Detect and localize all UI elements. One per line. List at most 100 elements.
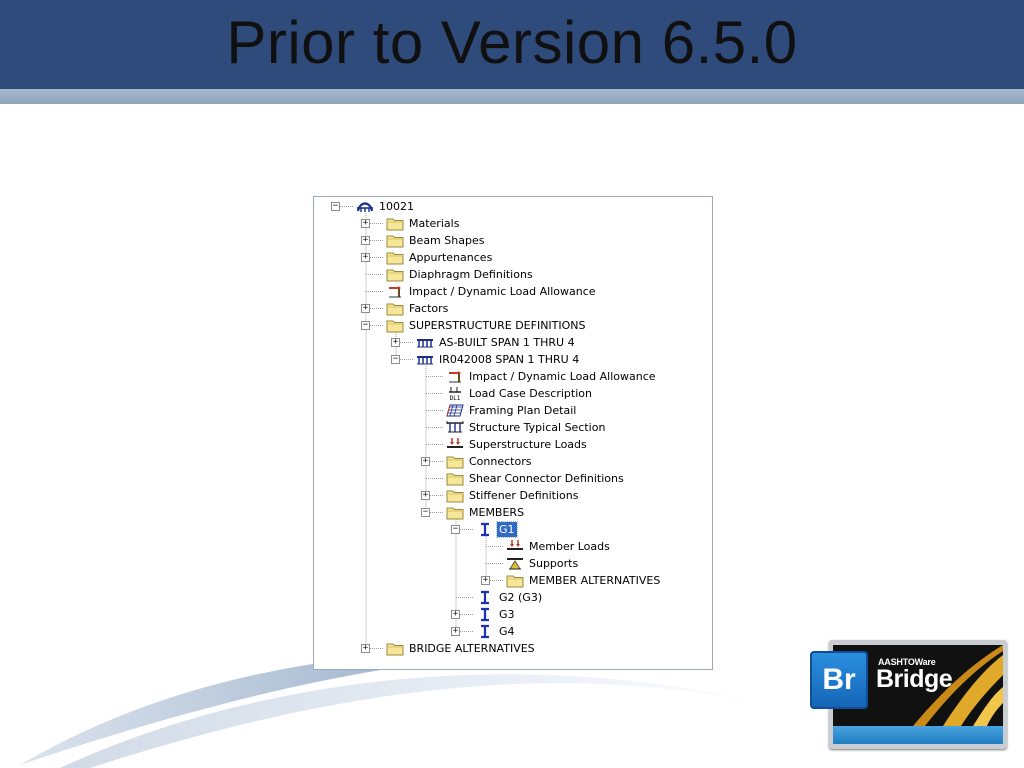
expand-icon[interactable]: + xyxy=(361,643,370,653)
loads-icon xyxy=(446,437,464,452)
girder-icon xyxy=(476,607,494,622)
tree-node-root[interactable]: 10021 xyxy=(356,198,416,215)
tree-node-impact-allowance[interactable]: Impact / Dynamic Load Allowance xyxy=(386,283,598,300)
tree-node-structure-typical-section[interactable]: Structure Typical Section xyxy=(446,419,607,436)
expand-icon[interactable]: + xyxy=(451,609,460,619)
tree-node-diaphragm-definitions[interactable]: Diaphragm Definitions xyxy=(386,266,535,283)
folder-icon xyxy=(446,471,464,486)
collapse-icon[interactable]: − xyxy=(391,354,400,364)
tree-node-framing-plan-detail[interactable]: Framing Plan Detail xyxy=(446,402,578,419)
tree-node-g4[interactable]: G4 xyxy=(476,623,517,640)
folder-icon xyxy=(386,301,404,316)
tree-node-factors[interactable]: Factors xyxy=(386,300,450,317)
tree-node-label[interactable]: Connectors xyxy=(469,455,532,468)
girder-icon xyxy=(476,522,494,537)
tree-node-label[interactable]: Impact / Dynamic Load Allowance xyxy=(409,285,596,298)
supports-icon xyxy=(506,556,524,571)
tree-node-label[interactable]: Structure Typical Section xyxy=(469,421,606,434)
load-case-icon: DL1 xyxy=(446,386,464,402)
tree-node-superstructure-loads[interactable]: Superstructure Loads xyxy=(446,436,589,453)
folder-icon xyxy=(506,573,524,588)
tree-node-label[interactable]: Superstructure Loads xyxy=(469,438,587,451)
girder-icon xyxy=(476,590,494,605)
tree-node-bridge-alternatives[interactable]: BRIDGE ALTERNATIVES xyxy=(386,640,537,657)
framing-plan-icon xyxy=(446,403,464,418)
loads-icon xyxy=(506,539,524,554)
tree-node-ir042008-span[interactable]: IR042008 SPAN 1 THRU 4 xyxy=(416,351,581,368)
tree-node-label[interactable]: MEMBERS xyxy=(469,506,525,519)
tree-node-superstructure-definitions[interactable]: SUPERSTRUCTURE DEFINITIONS xyxy=(386,317,588,334)
impact-icon xyxy=(386,284,404,299)
tree-node-as-built-span[interactable]: AS-BUILT SPAN 1 THRU 4 xyxy=(416,334,577,351)
superstructure-icon xyxy=(416,335,434,350)
collapse-icon[interactable]: − xyxy=(421,507,430,517)
expand-icon[interactable]: + xyxy=(421,490,430,500)
tree-node-label[interactable]: Member Loads xyxy=(529,540,610,553)
expand-icon[interactable]: + xyxy=(481,575,490,585)
collapse-icon[interactable]: − xyxy=(361,320,370,330)
tree-node-label[interactable]: Stiffener Definitions xyxy=(469,489,579,502)
expand-icon[interactable]: + xyxy=(421,456,430,466)
tree-node-label[interactable]: Factors xyxy=(409,302,449,315)
tree-node-label[interactable]: IR042008 SPAN 1 THRU 4 xyxy=(439,353,580,366)
collapse-icon[interactable]: − xyxy=(451,524,460,534)
tree-node-members[interactable]: MEMBERS xyxy=(446,504,526,521)
tree-node-member-loads[interactable]: Member Loads xyxy=(506,538,612,555)
bridge-tree-view[interactable]: 10021 − Materials + Beam Shapes + Appurtenance… xyxy=(313,196,713,670)
tree-node-connectors[interactable]: Connectors xyxy=(446,453,533,470)
bridge-icon xyxy=(356,199,374,214)
tree-node-label[interactable]: MEMBER ALTERNATIVES xyxy=(529,574,661,587)
tree-node-g1[interactable]: G1 xyxy=(476,521,518,538)
tree-node-label[interactable]: SUPERSTRUCTURE DEFINITIONS xyxy=(409,319,586,332)
expand-icon[interactable]: + xyxy=(361,252,370,262)
expand-icon[interactable]: + xyxy=(451,626,460,636)
tree-node-label[interactable]: Shear Connector Definitions xyxy=(469,472,624,485)
tree-node-label[interactable]: Load Case Description xyxy=(469,387,592,400)
road-stripes-icon xyxy=(913,645,1003,726)
typical-section-icon xyxy=(446,420,464,435)
tree-node-label[interactable]: Appurtenances xyxy=(409,251,493,264)
tree-node-load-case-description[interactable]: DL1 Load Case Description xyxy=(446,385,594,402)
tree-node-label[interactable]: G2 (G3) xyxy=(499,591,543,604)
tree-node-label[interactable]: 10021 xyxy=(379,200,414,213)
expand-icon[interactable]: + xyxy=(361,218,370,228)
slide-header xyxy=(0,0,1024,89)
tree-node-g3[interactable]: G3 xyxy=(476,606,517,623)
tree-node-label[interactable]: Diaphragm Definitions xyxy=(409,268,533,281)
folder-icon xyxy=(386,318,404,333)
tree-node-materials[interactable]: Materials xyxy=(386,215,461,232)
expand-icon[interactable]: + xyxy=(391,337,400,347)
tree-node-label[interactable]: AS-BUILT SPAN 1 THRU 4 xyxy=(439,336,575,349)
tree-node-label[interactable]: Framing Plan Detail xyxy=(469,404,577,417)
tree-node-label[interactable]: G4 xyxy=(499,625,515,638)
folder-icon xyxy=(386,267,404,282)
tree-node-label[interactable]: Beam Shapes xyxy=(409,234,485,247)
tree-node-label[interactable]: BRIDGE ALTERNATIVES xyxy=(409,642,535,655)
tree-node-label[interactable]: Materials xyxy=(409,217,460,230)
superstructure-icon xyxy=(416,352,434,367)
tree-node-label[interactable]: G3 xyxy=(499,608,515,621)
tree-node-beam-shapes[interactable]: Beam Shapes xyxy=(386,232,486,249)
tree-node-label[interactable]: Supports xyxy=(529,557,579,570)
folder-icon xyxy=(446,505,464,520)
expand-icon[interactable]: + xyxy=(361,303,370,313)
tree-node-stiffener-definitions[interactable]: Stiffener Definitions xyxy=(446,487,580,504)
girder-icon xyxy=(476,624,494,639)
tree-node-shear-connector-definitions[interactable]: Shear Connector Definitions xyxy=(446,470,626,487)
logo-brand-small: AASHTOWare xyxy=(878,657,936,667)
tree-node-member-alternatives[interactable]: MEMBER ALTERNATIVES xyxy=(506,572,662,589)
tree-node-g2[interactable]: G2 (G3) xyxy=(476,589,544,606)
tree-node-span-impact-allowance[interactable]: Impact / Dynamic Load Allowance xyxy=(446,368,658,385)
tree-node-supports[interactable]: Supports xyxy=(506,555,580,572)
slide-title: Prior to Version 6.5.0 xyxy=(226,9,798,76)
expand-icon[interactable]: + xyxy=(361,235,370,245)
folder-icon xyxy=(386,250,404,265)
folder-icon xyxy=(446,454,464,469)
folder-icon xyxy=(386,233,404,248)
collapse-icon[interactable]: − xyxy=(331,201,340,211)
tree-node-appurtenances[interactable]: Appurtenances xyxy=(386,249,494,266)
impact-icon xyxy=(446,369,464,384)
tree-node-label[interactable]: G1 xyxy=(496,521,518,538)
logo-brand-big: Bridge xyxy=(876,665,953,693)
tree-node-label[interactable]: Impact / Dynamic Load Allowance xyxy=(469,370,656,383)
